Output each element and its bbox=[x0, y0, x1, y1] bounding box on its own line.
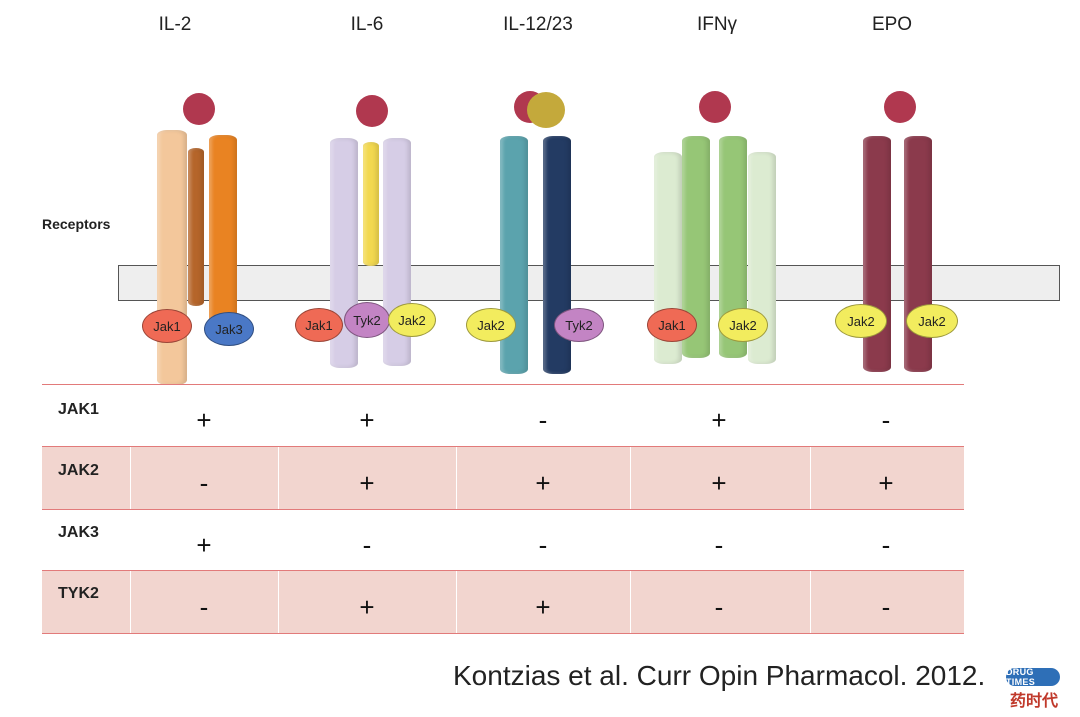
drugtimes-logo: DRUG TIMES 药时代 bbox=[1006, 667, 1062, 712]
cell-jak2-epo: + bbox=[878, 468, 894, 498]
table-rule bbox=[42, 446, 964, 447]
kinase-il12-tyk2: Tyk2 bbox=[554, 308, 604, 342]
cytokine-label-il6: IL-6 bbox=[350, 14, 384, 35]
cell-jak1-il2: + bbox=[196, 405, 212, 435]
table-col-divider bbox=[630, 447, 631, 509]
kinase-epo-jak2-right: Jak2 bbox=[906, 304, 958, 338]
cell-jak2-ifng: + bbox=[711, 468, 727, 498]
receptors-label: Receptors bbox=[42, 216, 111, 232]
ligand-il23 bbox=[527, 92, 565, 128]
table-rule bbox=[42, 633, 964, 634]
kinase-il2-jak1: Jak1 bbox=[142, 309, 192, 343]
kinase-il6-tyk2: Tyk2 bbox=[344, 302, 390, 338]
cell-jak1-il6: + bbox=[359, 405, 375, 435]
table-rule bbox=[42, 384, 964, 385]
kinase-ifng-jak2: Jak2 bbox=[718, 308, 768, 342]
cytokine-label-epo: EPO bbox=[871, 14, 913, 35]
table-col-divider bbox=[130, 447, 131, 509]
cell-jak2-il12-23: + bbox=[535, 468, 551, 498]
row-label-tyk2: TYK2 bbox=[58, 585, 99, 602]
cytokine-label-il2: IL-2 bbox=[158, 14, 192, 35]
il2-receptor-beta-chain bbox=[188, 148, 204, 306]
ligand-il2 bbox=[183, 93, 215, 125]
logo-text-top: DRUG TIMES bbox=[1006, 667, 1060, 687]
il2-receptor-gamma-chain bbox=[209, 135, 237, 325]
cell-jak3-epo: - bbox=[881, 530, 891, 560]
kinase-ifng-jak1: Jak1 bbox=[647, 308, 697, 342]
table-row-shade-tyk2 bbox=[42, 571, 964, 633]
table-col-divider bbox=[630, 571, 631, 633]
table-col-divider bbox=[456, 571, 457, 633]
cell-jak3-il12-23: - bbox=[538, 530, 548, 560]
cell-jak3-ifng: - bbox=[714, 530, 724, 560]
cytokine-label-il12-23: IL-12/23 bbox=[503, 14, 573, 35]
table-col-divider bbox=[278, 571, 279, 633]
kinase-il12-jak2: Jak2 bbox=[466, 308, 516, 342]
logo-text-bottom: 药时代 bbox=[1009, 693, 1058, 710]
cell-membrane bbox=[118, 265, 1060, 301]
cell-jak1-epo: - bbox=[881, 405, 891, 435]
kinase-epo-jak2-left: Jak2 bbox=[835, 304, 887, 338]
cell-jak2-il2: - bbox=[199, 468, 209, 498]
table-col-divider bbox=[456, 447, 457, 509]
ligand-il6 bbox=[356, 95, 388, 127]
ligand-ifng bbox=[699, 91, 731, 123]
cell-jak1-il12-23: - bbox=[538, 405, 548, 435]
kinase-il6-jak1: Jak1 bbox=[295, 308, 343, 342]
cell-jak3-il6: - bbox=[362, 530, 372, 560]
table-col-divider bbox=[810, 571, 811, 633]
cytokine-label-ifng: IFNγ bbox=[696, 14, 738, 35]
il6-receptor-alpha-chain bbox=[363, 142, 379, 266]
table-row-shade-jak2 bbox=[42, 447, 964, 509]
kinase-il2-jak3: Jak3 bbox=[204, 312, 254, 346]
table-rule bbox=[42, 570, 964, 571]
cell-tyk2-il6: + bbox=[359, 592, 375, 622]
cell-jak2-il6: + bbox=[359, 468, 375, 498]
citation: Kontzias et al. Curr Opin Pharmacol. 201… bbox=[453, 660, 986, 691]
cell-tyk2-il12-23: + bbox=[535, 592, 551, 622]
ligand-epo bbox=[884, 91, 916, 123]
cell-tyk2-il2: - bbox=[199, 592, 209, 622]
table-rule bbox=[42, 509, 964, 510]
il2-receptor-alpha-chain bbox=[157, 130, 187, 385]
row-label-jak3: JAK3 bbox=[58, 524, 99, 541]
cell-jak3-il2: + bbox=[196, 530, 212, 560]
row-label-jak1: JAK1 bbox=[58, 401, 99, 418]
cell-tyk2-epo: - bbox=[881, 592, 891, 622]
table-col-divider bbox=[278, 447, 279, 509]
table-col-divider bbox=[130, 571, 131, 633]
cell-tyk2-ifng: - bbox=[714, 592, 724, 622]
cell-jak1-ifng: + bbox=[711, 405, 727, 435]
table-col-divider bbox=[810, 447, 811, 509]
row-label-jak2: JAK2 bbox=[58, 462, 99, 479]
kinase-il6-jak2: Jak2 bbox=[388, 303, 436, 337]
